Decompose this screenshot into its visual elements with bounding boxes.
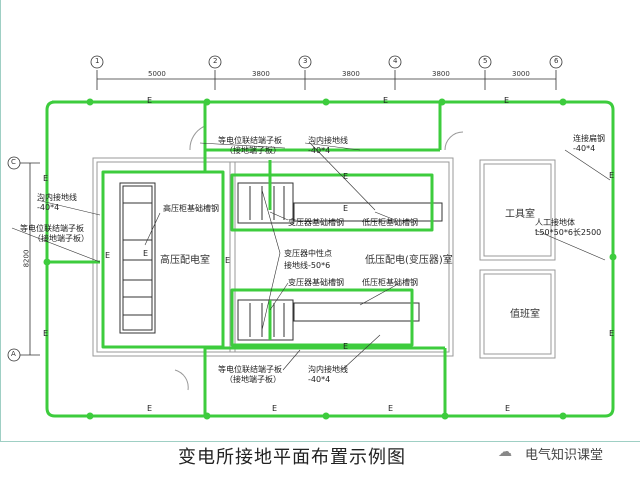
row-axis <box>7 156 40 362</box>
axis-label-1: 1 <box>95 57 100 65</box>
hv-cabinet-base <box>119 182 156 334</box>
e-marker: E <box>505 404 511 413</box>
ground-nodes <box>43 98 617 420</box>
e-marker: E <box>504 96 510 105</box>
e-marker: E <box>343 172 349 181</box>
e-marker: E <box>388 404 394 413</box>
label-lv-channel-top: 低压柜基础槽钢 <box>362 218 418 227</box>
room-tool: 工具室 <box>505 209 535 220</box>
label-trench-left: 沟内接地线 <box>37 193 77 202</box>
e-marker: E <box>343 204 349 213</box>
label-neutral-spec: 接地线-50*6 <box>284 261 331 270</box>
axis-label-6: 6 <box>554 57 559 65</box>
e-marker: E <box>43 329 49 338</box>
label-transformer-channel-bottom: 变压器基础槽钢 <box>288 278 344 287</box>
label-connect-steel-spec: -40*4 <box>573 144 596 153</box>
e-marker: E <box>147 404 153 413</box>
e-marker: E <box>609 329 615 338</box>
caption-divider <box>0 441 640 442</box>
label-trench-left-spec: -40*4 <box>37 203 60 212</box>
span-5: 3000 <box>512 70 530 78</box>
axis-label-4: 4 <box>393 57 398 65</box>
label-bonding-bottom-sub: （接地端子板） <box>225 375 281 384</box>
label-trench-top: 沟内接地线 <box>308 136 348 145</box>
row-span: 8200 <box>22 249 31 268</box>
e-marker: E <box>143 249 149 258</box>
e-marker: E <box>343 342 349 351</box>
label-connect-steel: 连接扁钢 <box>573 134 605 143</box>
span-2: 3800 <box>252 70 270 78</box>
label-bonding-bottom: 等电位联结端子板 <box>218 365 282 374</box>
wechat-icon: ☁ <box>498 444 512 460</box>
room-lv: 低压配电(变压器)室 <box>365 255 453 266</box>
e-marker: E <box>225 256 231 265</box>
span-1: 5000 <box>148 70 166 78</box>
e-marker: E <box>383 96 389 105</box>
e-marker: E <box>272 404 278 413</box>
label-bonding-left: 等电位联结端子板 <box>20 224 84 233</box>
e-marker: E <box>105 251 111 260</box>
label-electrode: 人工接地体 <box>535 218 575 227</box>
e-marker: E <box>609 171 615 180</box>
label-bonding-top: 等电位联结端子板 <box>218 136 282 145</box>
e-marker: E <box>43 174 49 183</box>
label-transformer-channel-top: 变压器基础槽钢 <box>288 218 344 227</box>
leader-lines <box>11 142 611 371</box>
label-bonding-left-sub: （接地端子板） <box>33 234 89 243</box>
diagram-title: 变电所接地平面布置示例图 <box>178 447 406 468</box>
room-hv: 高压配电室 <box>160 255 210 266</box>
axis-label-3: 3 <box>303 57 308 65</box>
axis-label-c: C <box>11 158 16 166</box>
label-trench-bottom: 沟内接地线 <box>308 365 348 374</box>
e-marker: E <box>147 96 153 105</box>
label-hv-channel: 高压柜基础槽钢 <box>163 204 219 213</box>
span-3: 3800 <box>342 70 360 78</box>
axis-label-a: A <box>11 350 16 358</box>
watermark: 电气知识课堂 <box>525 448 604 463</box>
axis-label-2: 2 <box>213 57 218 65</box>
label-trench-top-spec: -40*4 <box>308 146 331 155</box>
label-neutral: 变压器中性点 <box>284 249 332 258</box>
ground-wire-network <box>45 100 615 418</box>
label-trench-bottom-spec: -40*4 <box>308 375 331 384</box>
axis-label-5: 5 <box>483 57 488 65</box>
span-4: 3800 <box>432 70 450 78</box>
column-axis <box>90 55 563 90</box>
label-electrode-spec: L50*50*6长2500 <box>535 228 602 237</box>
building-walls <box>92 125 556 391</box>
room-duty: 值班室 <box>510 309 540 320</box>
label-bonding-top-sub: （接地端子板） <box>225 146 281 155</box>
label-lv-channel-bottom: 低压柜基础槽钢 <box>362 278 418 287</box>
left-border <box>0 0 1 441</box>
